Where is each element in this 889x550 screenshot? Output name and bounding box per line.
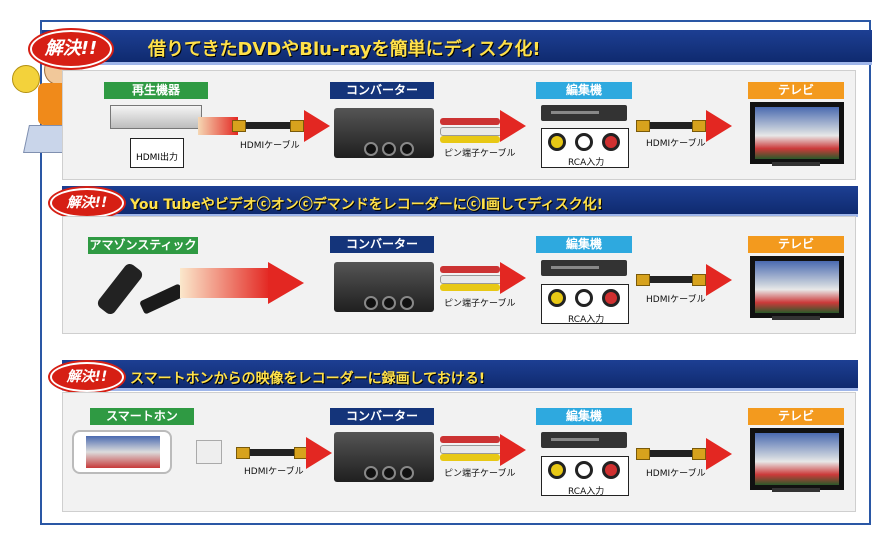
- arrow-shaft: [180, 268, 270, 298]
- tv-image: [750, 256, 844, 318]
- arrow-icon: [500, 434, 526, 466]
- tv-label: テレビ: [748, 236, 844, 253]
- arrow-icon: [706, 438, 732, 470]
- arrow-icon: [306, 437, 332, 469]
- converter-label: コンバーター: [330, 408, 434, 425]
- editor-label: 編集機: [536, 236, 632, 253]
- cable-caption: ピン端子ケーブル: [444, 469, 516, 479]
- rca-caption: RCA入力: [568, 487, 605, 497]
- rca-cable-image: [440, 275, 502, 284]
- section-1-banner: [42, 30, 872, 65]
- arrow-icon: [304, 110, 330, 142]
- cable-caption: HDMIケーブル: [240, 141, 300, 151]
- smartphone-image: [72, 430, 172, 474]
- rca-cable-image: [440, 284, 500, 291]
- arrow-icon: [706, 110, 732, 142]
- rca-input-panel: [541, 456, 629, 496]
- rca-cable-image: [440, 136, 500, 143]
- rca-input-panel: [541, 128, 629, 168]
- recorder-image: [541, 105, 627, 121]
- plug-icon: [236, 447, 250, 459]
- hdmi-out-label: HDMI出力: [130, 138, 184, 168]
- hdmi-cable-image: [636, 450, 704, 457]
- solution-badge: 解決!!: [30, 30, 112, 68]
- plug-icon: [692, 274, 706, 286]
- plug-icon: [636, 448, 650, 460]
- rca-cable-image: [440, 127, 502, 136]
- arrow-icon: [268, 262, 304, 304]
- cable-caption: ピン端子ケーブル: [444, 149, 516, 159]
- plug-icon: [636, 274, 650, 286]
- tv-label: テレビ: [748, 82, 844, 99]
- tv-image: [750, 428, 844, 490]
- tv-label: テレビ: [748, 408, 844, 425]
- plug-icon: [692, 120, 706, 132]
- editor-label: 編集機: [536, 82, 632, 99]
- recorder-image: [541, 432, 627, 448]
- tv-stand: [772, 488, 820, 492]
- plug-icon: [636, 120, 650, 132]
- rca-caption: RCA入力: [568, 158, 605, 168]
- converter-label: コンバーター: [330, 236, 434, 253]
- tv-stand: [772, 316, 820, 320]
- section-3-title: スマートホンからの映像をレコーダーに録画しておける!: [130, 371, 486, 387]
- plug-icon: [232, 120, 246, 132]
- converter-image: [334, 432, 434, 482]
- source-label: スマートホン: [90, 408, 194, 425]
- rca-cable-image: [440, 436, 500, 443]
- plug-icon: [692, 448, 706, 460]
- hdmi-cable-image: [232, 122, 302, 129]
- dvd-player-image: [110, 105, 202, 129]
- adapter-image: [196, 440, 222, 464]
- cable-caption: HDMIケーブル: [646, 295, 706, 305]
- hdmi-cable-image: [636, 122, 704, 129]
- solution-badge: 解決!!: [50, 188, 124, 218]
- cable-caption: HDMIケーブル: [646, 139, 706, 149]
- plug-icon: [290, 120, 304, 132]
- editor-label: 編集機: [536, 408, 632, 425]
- rca-input-panel: [541, 284, 629, 324]
- rca-cable-image: [440, 266, 500, 273]
- converter-image: [334, 108, 434, 158]
- section-3-banner: [62, 360, 858, 391]
- source-label: 再生機器: [104, 82, 208, 99]
- section-2-banner: [62, 186, 858, 217]
- solution-badge: 解決!!: [50, 362, 124, 392]
- source-label: アマゾンスティック: [88, 237, 198, 254]
- rca-caption: RCA入力: [568, 315, 605, 325]
- tv-stand: [772, 162, 820, 166]
- tv-image: [750, 102, 844, 164]
- cable-caption: ピン端子ケーブル: [444, 299, 516, 309]
- hdmi-cable-image: [236, 449, 306, 456]
- section-1-title: 借りてきたDVDやBlu-rayを簡単にディスク化!: [148, 39, 541, 60]
- hdmi-cable-image: [636, 276, 704, 283]
- cable-caption: HDMIケーブル: [244, 467, 304, 477]
- converter-image: [334, 262, 434, 312]
- rca-cable-image: [440, 445, 502, 454]
- converter-label: コンバーター: [330, 82, 434, 99]
- recorder-image: [541, 260, 627, 276]
- cable-caption: HDMIケーブル: [646, 469, 706, 479]
- section-2-title: You TubeやビデオⓒオンⓒデマンドをレコーダーにⓒI画してディスク化!: [130, 197, 603, 213]
- rca-cable-image: [440, 454, 500, 461]
- arrow-shaft: [198, 117, 238, 135]
- arrow-icon: [706, 264, 732, 296]
- rca-cable-image: [440, 118, 500, 125]
- arrow-icon: [500, 262, 526, 294]
- arrow-icon: [500, 110, 526, 142]
